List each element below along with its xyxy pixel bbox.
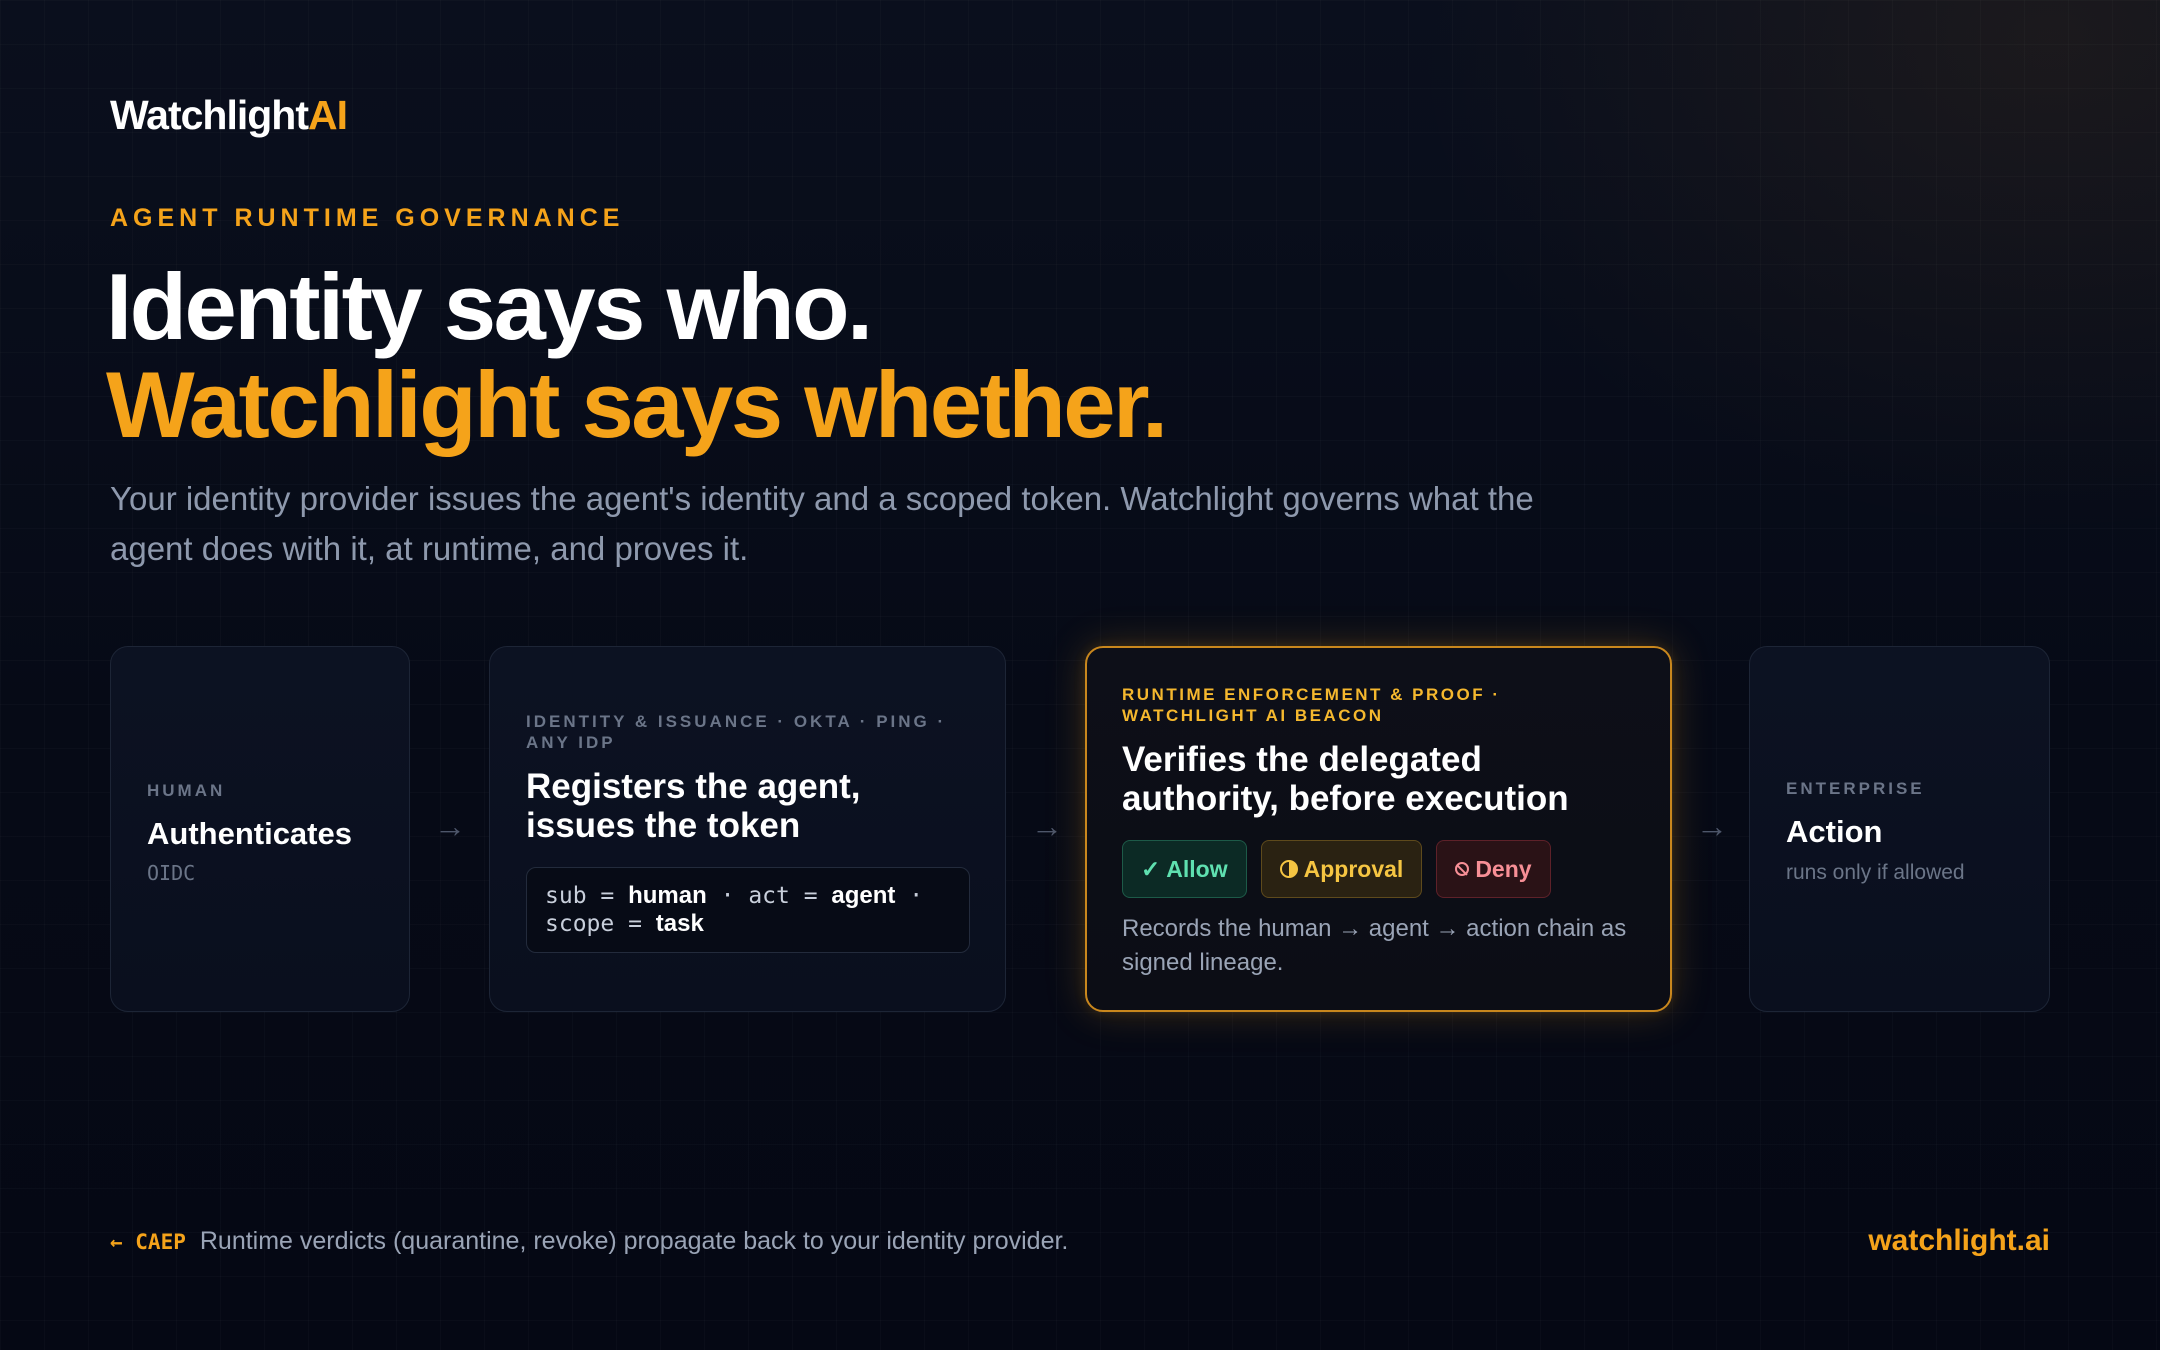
brand-name: Watchlight <box>110 92 309 138</box>
token-claims: sub = human · act = agent · scope = task <box>526 867 970 953</box>
token-separator: · <box>706 883 749 909</box>
headline-line-2: Watchlight says whether. <box>106 352 1168 457</box>
block-icon <box>1455 862 1470 876</box>
brand-suffix: AI <box>308 92 348 138</box>
check-icon: ✓ <box>1141 855 1161 882</box>
subhead: Your identity provider issues the agent'… <box>110 480 1534 567</box>
token-value-scope: task <box>655 910 704 937</box>
half-circle-icon <box>1279 860 1298 878</box>
footer-note: ← CAEP Runtime verdicts (quarantine, rev… <box>110 1227 1068 1256</box>
caep-tag: ← CAEP <box>110 1230 186 1254</box>
token-value-act: agent <box>831 882 896 909</box>
human-label: HUMAN <box>147 781 226 800</box>
idp-card: IDENTITY & ISSUANCE · OKTA · PING · ANY … <box>489 646 1006 1012</box>
deny-label: Deny <box>1475 855 1532 882</box>
enterprise-sub: runs only if allowed <box>1786 861 1965 884</box>
token-key-act: act = <box>748 883 832 909</box>
token-separator: · <box>895 883 924 909</box>
footer-text: Runtime verdicts (quarantine, revoke) pr… <box>199 1227 1069 1255</box>
watchlight-card: RUNTIME ENFORCEMENT & PROOF · WATCHLIGHT… <box>1085 646 1672 1012</box>
human-card: HUMAN Authenticates OIDC <box>110 646 410 1012</box>
enterprise-label: ENTERPRISE <box>1786 779 1925 798</box>
human-title: Authenticates <box>147 816 352 851</box>
token-value-sub: human <box>628 882 707 909</box>
headline: Identity says who. Watchlight says wheth… <box>106 254 1168 457</box>
enterprise-title: Action <box>1786 814 1883 849</box>
enterprise-card: ENTERPRISE Action runs only if allowed <box>1749 646 2050 1012</box>
allow-pill: ✓ Allow <box>1122 840 1247 898</box>
watchlight-title: Verifies the delegated authority, before… <box>1122 740 1569 818</box>
watchlight-label: RUNTIME ENFORCEMENT & PROOF · WATCHLIGHT… <box>1122 685 1501 725</box>
website-link[interactable]: watchlight.ai <box>1868 1224 2050 1257</box>
arrow-right-icon: → <box>434 808 466 844</box>
approval-pill: Approval <box>1260 840 1423 898</box>
approval-label: Approval <box>1303 855 1404 882</box>
verdict-pills: ✓ Allow Approval Deny <box>1122 840 1642 898</box>
eyebrow: AGENT RUNTIME GOVERNANCE <box>110 204 625 232</box>
arrow-right-icon: → <box>1696 808 1728 844</box>
allow-label: Allow <box>1166 855 1228 882</box>
idp-label: IDENTITY & ISSUANCE · OKTA · PING · ANY … <box>526 712 947 752</box>
deny-pill: Deny <box>1436 840 1551 898</box>
idp-title: Registers the agent, issues the token <box>526 767 861 845</box>
arrow-right-icon: → <box>1031 808 1063 844</box>
brand-logo[interactable]: WatchlightAI <box>110 92 348 139</box>
human-sub: OIDC <box>147 861 196 885</box>
headline-line-1: Identity says who. <box>106 254 873 359</box>
token-key-scope: scope = <box>545 911 656 937</box>
token-key-sub: sub = <box>545 883 629 909</box>
watchlight-desc: Records the human → agent → action chain… <box>1122 915 1627 976</box>
